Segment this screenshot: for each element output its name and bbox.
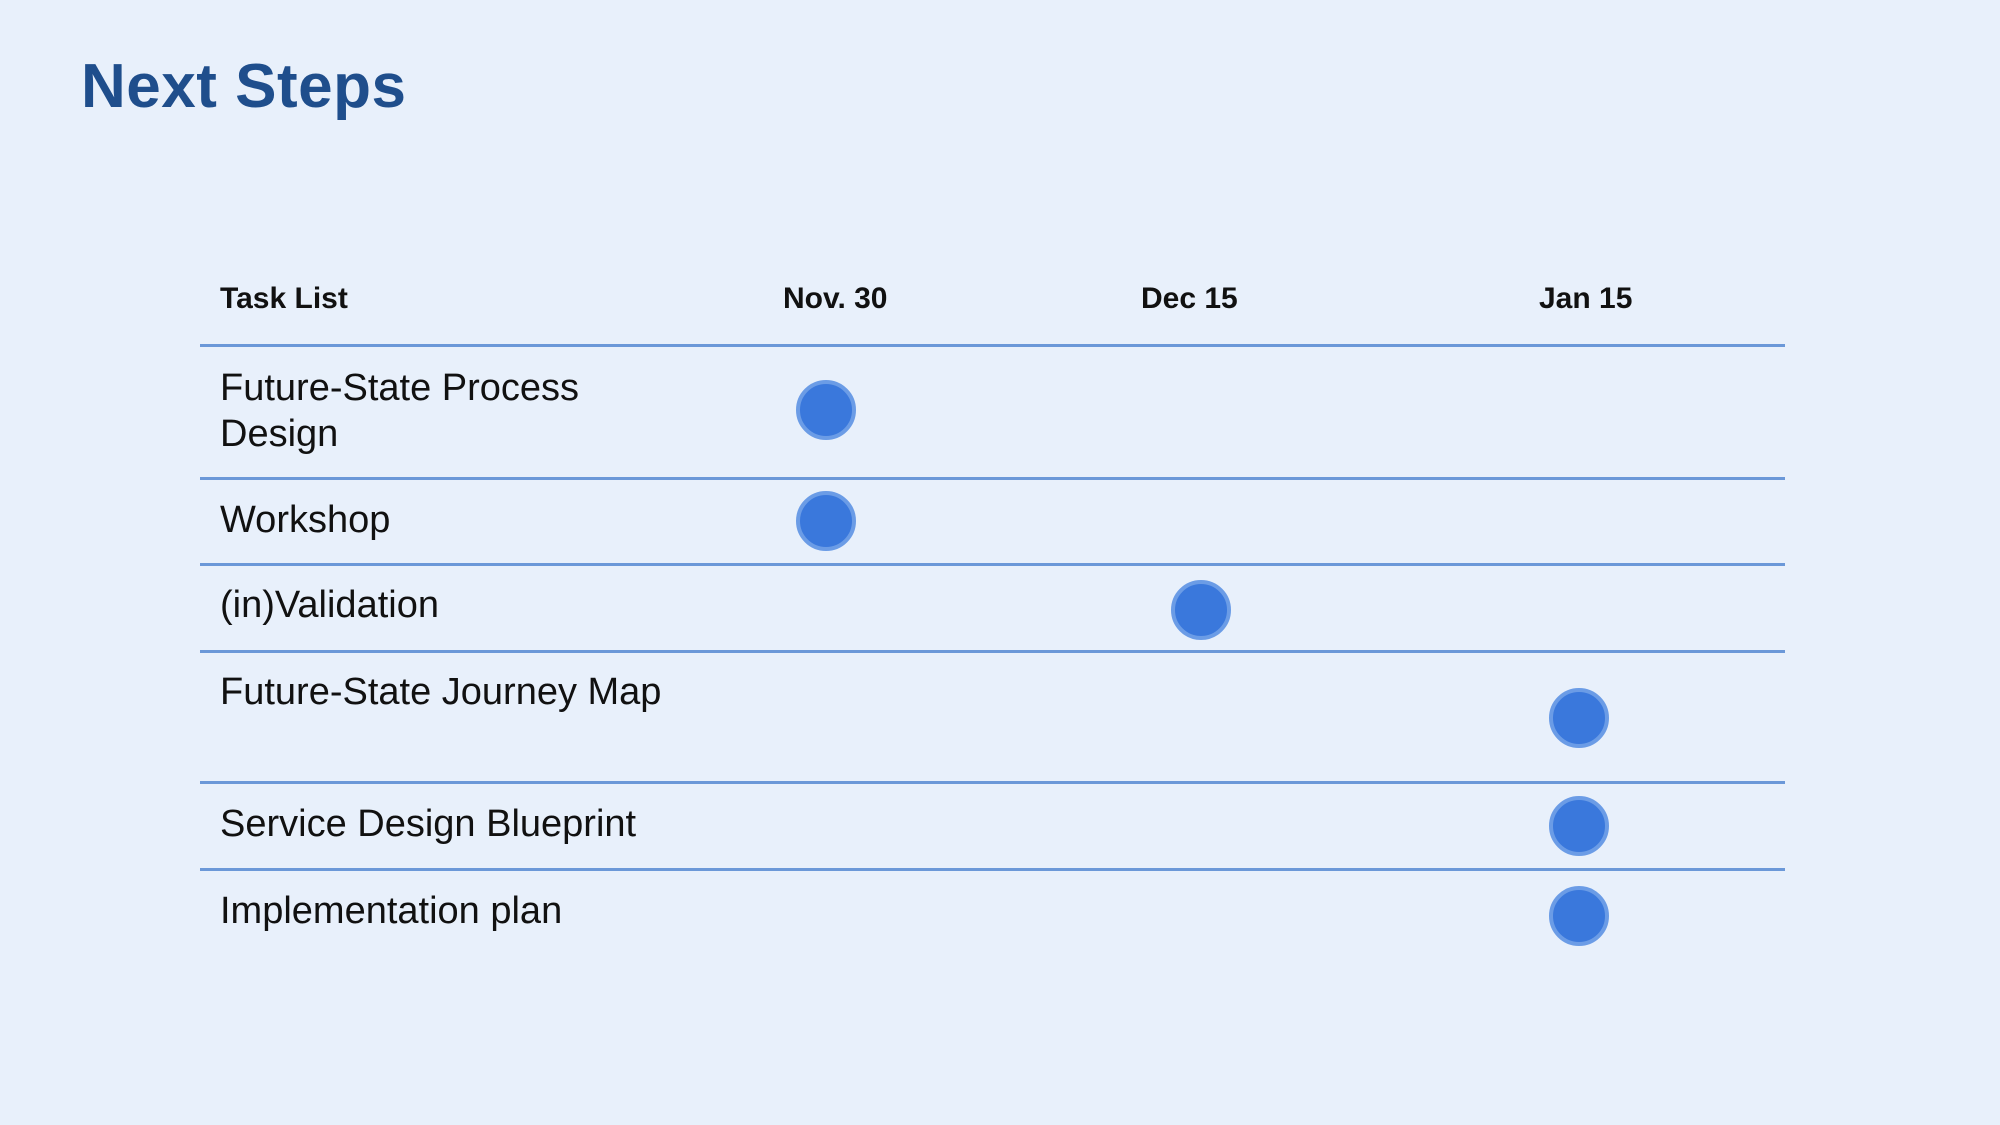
header-task-list: Task List	[220, 282, 348, 315]
task-label: Future-State Journey Map	[220, 671, 662, 713]
milestone-dot	[796, 380, 856, 440]
table-row: (in)Validation	[200, 566, 1785, 653]
table-row: Future-State Process Design	[200, 347, 1785, 480]
task-label: Future-State Process Design	[220, 367, 580, 455]
milestone-dot	[1549, 796, 1609, 856]
header-nov-30: Nov. 30	[783, 282, 888, 315]
table-row: Implementation plan	[200, 871, 1785, 961]
slide-title: Next Steps	[81, 52, 407, 121]
table-row: Service Design Blueprint	[200, 784, 1785, 871]
task-label: Implementation plan	[220, 890, 563, 932]
milestone-dot	[1171, 580, 1231, 640]
task-label: Workshop	[220, 499, 391, 541]
task-timeline-table: Task List Nov. 30 Dec 15 Jan 15 Future-S…	[200, 270, 1785, 961]
header-dec-15: Dec 15	[1141, 282, 1238, 315]
milestone-dot	[1549, 886, 1609, 946]
task-label: (in)Validation	[220, 584, 439, 626]
milestone-dot	[1549, 688, 1609, 748]
header-jan-15: Jan 15	[1539, 282, 1633, 315]
milestone-dot	[796, 491, 856, 551]
table-row: Workshop	[200, 480, 1785, 566]
table-row: Future-State Journey Map	[200, 653, 1785, 784]
table-header-row: Task List Nov. 30 Dec 15 Jan 15	[200, 270, 1785, 347]
task-label: Service Design Blueprint	[220, 803, 637, 845]
